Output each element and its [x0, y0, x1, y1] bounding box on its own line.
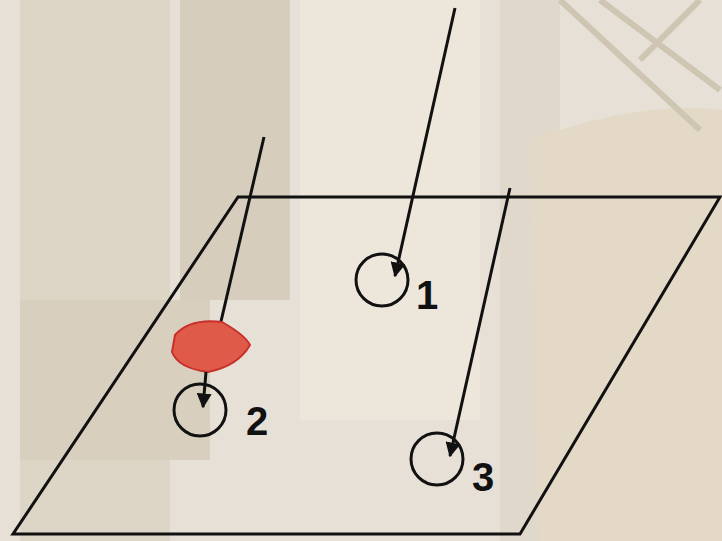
hit-circle: [174, 384, 226, 436]
ray: [203, 372, 206, 407]
callout-number: 3: [472, 457, 494, 497]
callout-number: 2: [246, 401, 268, 441]
crane: [560, 0, 720, 130]
hit-circle: [356, 254, 408, 306]
ray: [450, 188, 510, 456]
plane: [13, 197, 720, 534]
ray: [395, 8, 455, 276]
tank: [530, 108, 722, 541]
tower: [300, 0, 480, 420]
hit-circle: [411, 433, 463, 485]
ray: [219, 137, 264, 330]
callout-number: 1: [416, 275, 438, 315]
obstacle: [172, 321, 250, 372]
